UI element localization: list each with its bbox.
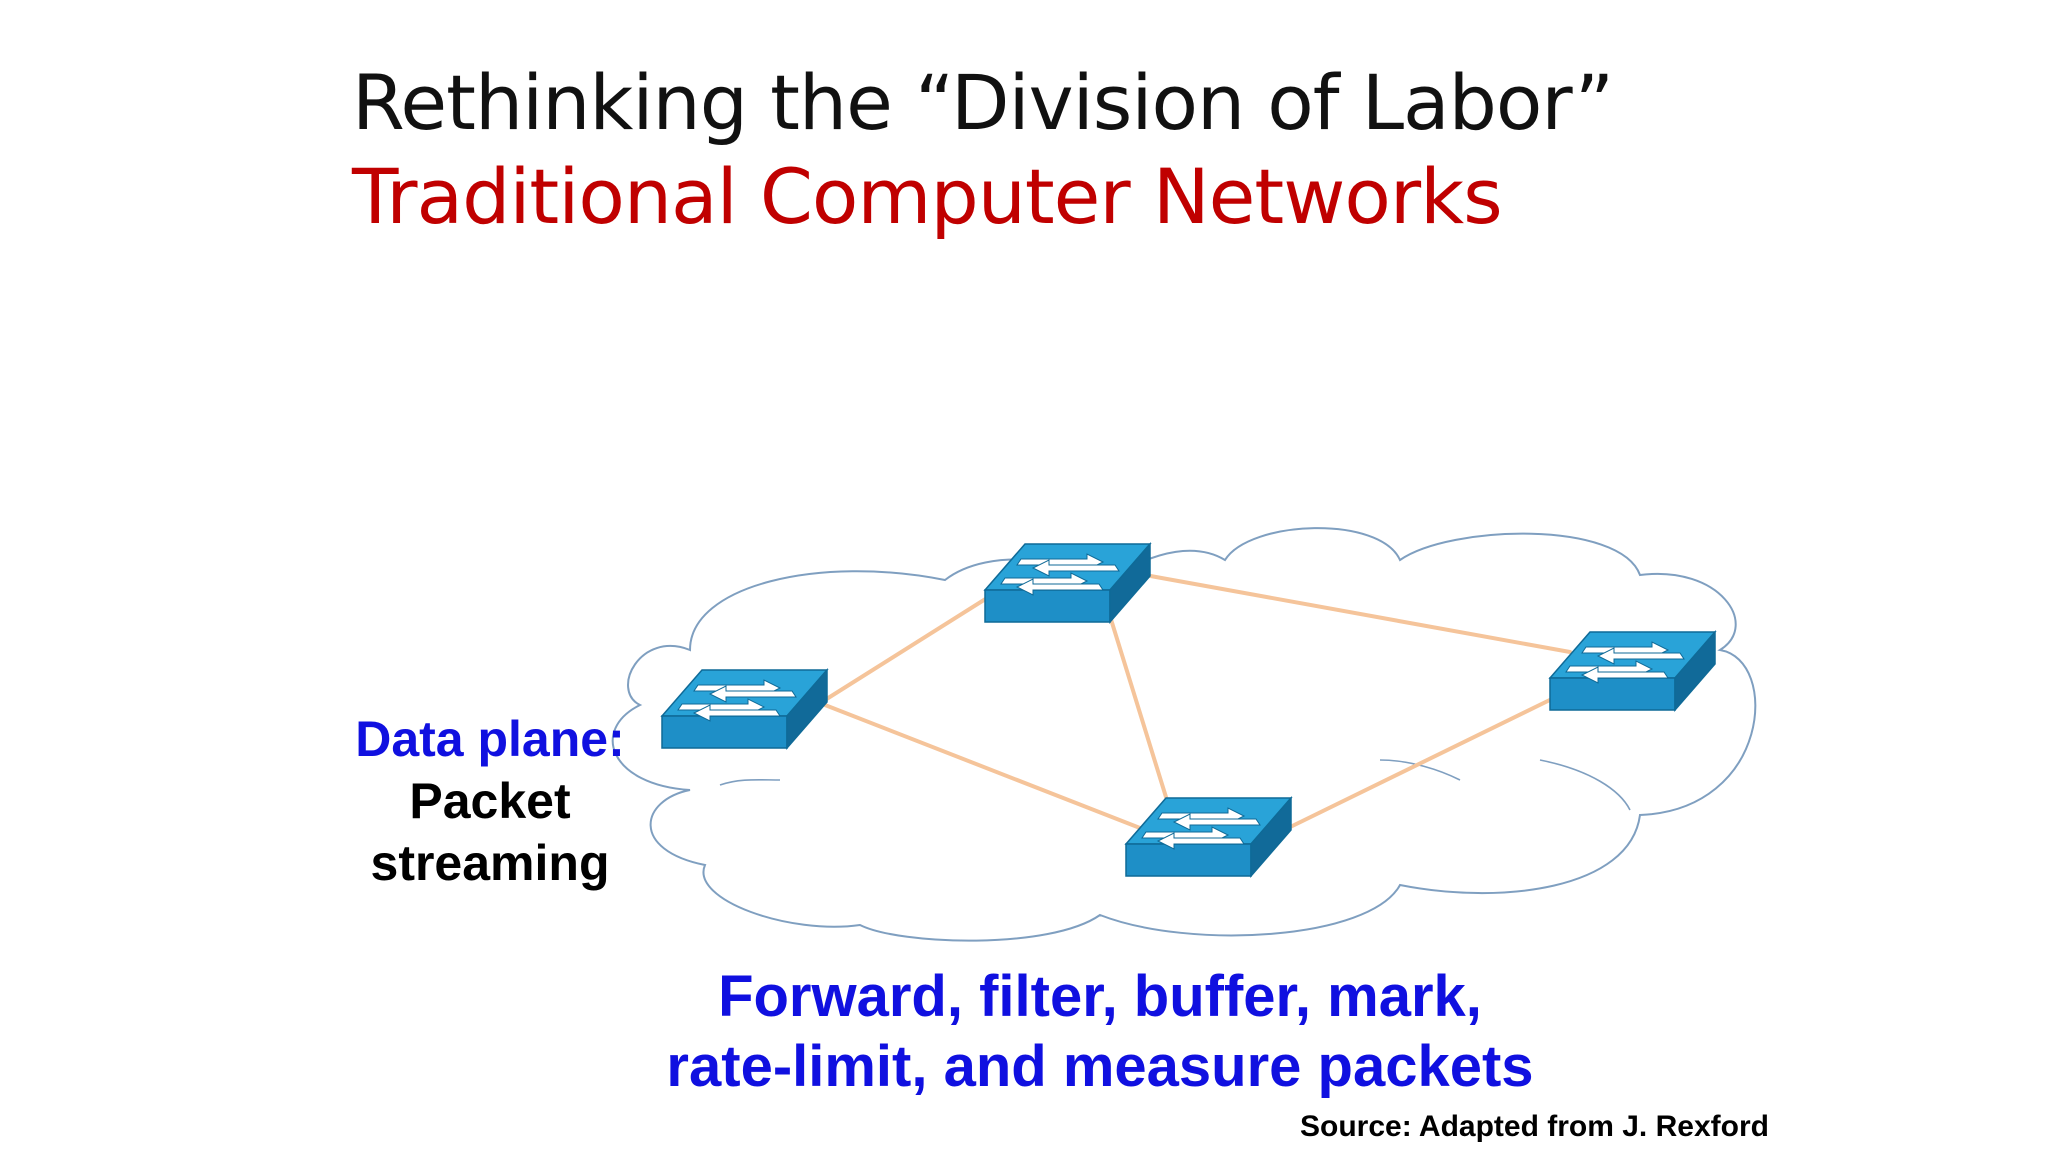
slide-subtitle: Traditional Computer Networks <box>352 152 1503 241</box>
link-top-bottom <box>1103 598 1172 812</box>
link-bottom-right <box>1278 693 1562 834</box>
cloud-shape <box>611 527 1757 942</box>
link-left-top <box>823 591 997 702</box>
caption-line-2: rate-limit, and measure packets <box>666 1034 1534 1099</box>
data-plane-line-1: Packet <box>409 773 571 829</box>
data-plane-caption: Forward, filter, buffer, mark, rate-limi… <box>560 962 1640 1102</box>
link-left-bottom <box>823 703 1142 830</box>
source-citation: Source: Adapted from J. Rexford <box>1300 1110 1769 1143</box>
data-plane-heading: Data plane: <box>355 711 625 767</box>
data-plane-line-2: streaming <box>370 835 610 891</box>
link-top-right <box>1143 573 1572 654</box>
slide-title: Rethinking the “Division of Labor” <box>352 58 1614 147</box>
caption-line-1: Forward, filter, buffer, mark, <box>718 964 1482 1029</box>
data-plane-label: Data plane: Packet streaming <box>340 708 640 894</box>
network-links <box>823 573 1572 834</box>
